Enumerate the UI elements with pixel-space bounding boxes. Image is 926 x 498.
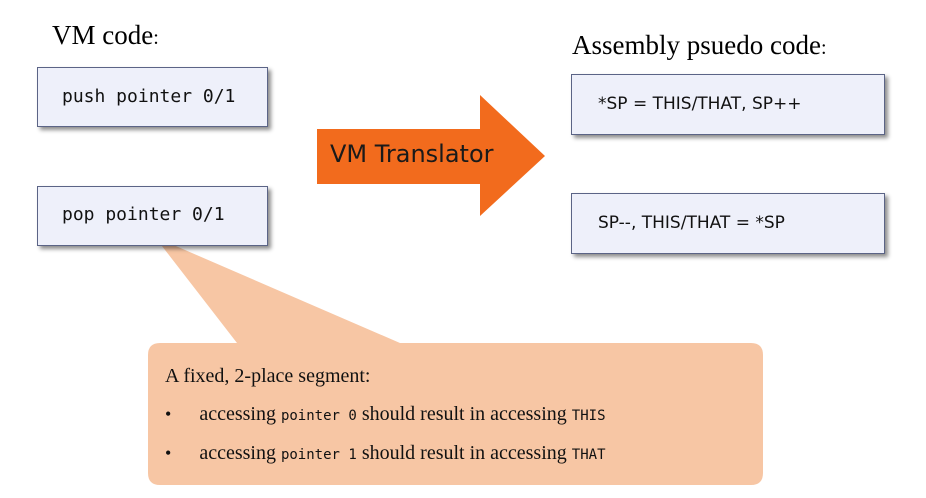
vm-code-title-colon: :: [153, 27, 159, 49]
callout-item-0: • accessing pointer 0 should result in ac…: [165, 403, 606, 426]
assembly-title: Assembly psuedo code:: [572, 30, 827, 61]
translator-label: VM Translator: [330, 140, 494, 168]
translator-arrow: [317, 95, 545, 216]
push-command-text: push pointer 0/1: [62, 86, 236, 107]
pop-assembly-text: SP--, THIS/THAT = *SP: [598, 213, 785, 233]
callout-bubble: [148, 237, 763, 485]
translator-arrow-shape: [317, 95, 545, 216]
item-1-target: THAT: [571, 447, 606, 463]
vm-code-title-text: VM code: [52, 20, 154, 50]
item-0-pre: accessing: [199, 403, 281, 425]
bullet-icon: •: [165, 404, 172, 424]
item-0-mid: should result in accessing: [356, 403, 572, 425]
push-assembly-text: *SP = THIS/THAT, SP++: [598, 94, 802, 114]
vm-code-title: VM code:: [52, 20, 159, 51]
item-1-mid: should result in accessing: [356, 442, 572, 464]
item-1-code: pointer 1: [280, 447, 357, 463]
push-assembly-box: *SP = THIS/THAT, SP++: [571, 74, 885, 135]
pop-command-box: pop pointer 0/1: [37, 186, 268, 246]
pop-command-text: pop pointer 0/1: [62, 204, 225, 225]
item-0-target: THIS: [571, 408, 606, 424]
push-command-box: push pointer 0/1: [37, 67, 268, 127]
callout-heading: A fixed, 2-place segment:: [165, 365, 371, 387]
callout-item-1: • accessing pointer 1 should result in ac…: [165, 442, 606, 465]
assembly-title-colon: :: [820, 37, 827, 59]
item-1-pre: accessing: [199, 442, 281, 464]
bullet-icon: •: [165, 443, 172, 463]
pop-assembly-box: SP--, THIS/THAT = *SP: [571, 193, 885, 254]
item-0-code: pointer 0: [280, 408, 357, 424]
assembly-title-text: Assembly psuedo code: [572, 30, 821, 60]
